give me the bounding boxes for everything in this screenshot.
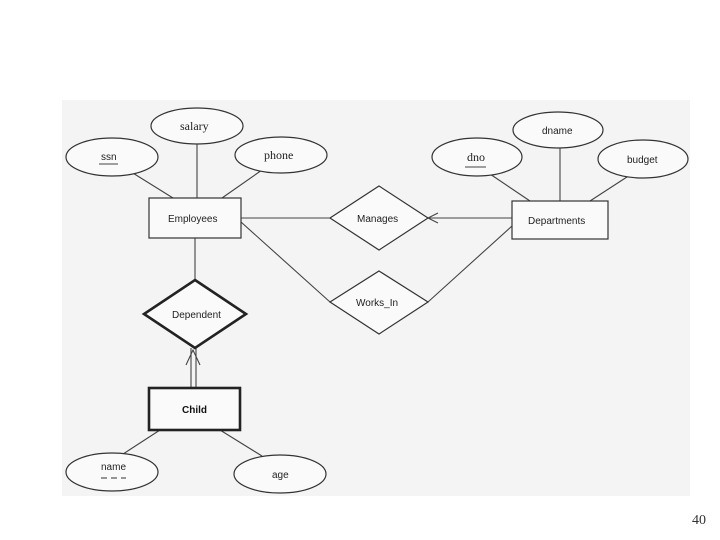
attribute-ssn-label: ssn: [101, 152, 117, 163]
relationship-manages-label: Manages: [357, 214, 398, 225]
entity-child-weak: Child: [147, 386, 242, 432]
entity-employees-label: Employees: [168, 214, 217, 225]
line-dno-departments: [486, 171, 531, 202]
line-employees-works-in: [240, 221, 331, 303]
attribute-age-label: age: [272, 470, 289, 481]
connector-lines: [119, 143, 631, 457]
attribute-budget: budget: [597, 139, 689, 179]
attribute-dname-label: dname: [542, 126, 573, 137]
relationship-dependent-label: Dependent: [172, 310, 221, 321]
attribute-ssn: ssn: [65, 137, 159, 177]
line-works-in-departments: [427, 225, 513, 303]
entity-departments-label: Departments: [528, 216, 585, 227]
relationship-manages: Manages: [328, 185, 430, 251]
attribute-name-label: name: [101, 462, 126, 473]
line-phone-employees: [221, 169, 263, 199]
relationship-works-in: Works_In: [328, 270, 430, 335]
entity-departments: Departments: [511, 200, 609, 240]
attribute-phone: phone: [234, 136, 328, 174]
entity-employees: Employees: [148, 197, 242, 239]
attribute-salary: salary: [150, 107, 244, 145]
attribute-phone-label: phone: [264, 148, 293, 162]
attribute-dno: dno: [431, 137, 523, 177]
relationship-dependent-identifying: Dependent: [141, 278, 249, 350]
line-child-age: [219, 429, 263, 457]
line-ssn-employees: [127, 169, 174, 199]
line-child-name: [119, 429, 161, 457]
relationship-works-in-label: Works_In: [356, 298, 398, 309]
attribute-budget-label: budget: [627, 155, 658, 166]
attribute-name: name: [65, 452, 159, 492]
line-budget-departments: [589, 174, 631, 202]
page-number: 40: [692, 513, 706, 528]
attribute-dname: dname: [512, 111, 604, 149]
arrow-head-dependent: [185, 348, 201, 366]
attribute-age: age: [233, 454, 327, 494]
entity-child-label: Child: [182, 405, 207, 416]
attribute-salary-label: salary: [180, 119, 209, 133]
attribute-dno-label: dno: [467, 150, 485, 164]
